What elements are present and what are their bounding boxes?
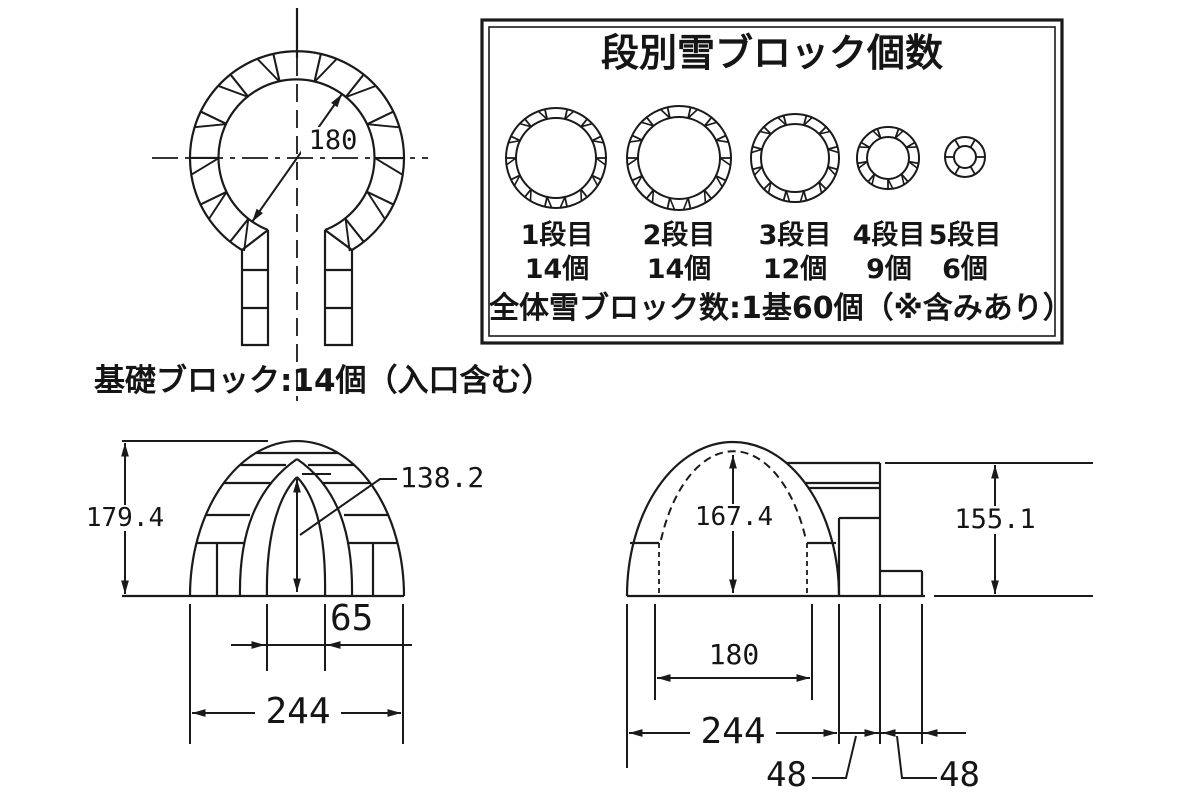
tier-3-label: 3段目 (758, 220, 832, 251)
side-inner-width-label: 180 (708, 638, 760, 671)
legend-box (480, 18, 1064, 345)
side-inner-height-label: 167.4 (687, 504, 781, 531)
front-view-linework (121, 439, 412, 744)
front-entrance-width-label: 65 (330, 598, 374, 639)
plan-view-linework (152, 8, 428, 401)
side-tunnel-height-label: 155.1 (946, 506, 1044, 534)
front-inner-height-label: 138.2 (400, 461, 485, 494)
tier-4-label: 4段目 (852, 220, 926, 251)
foundation-caption: 基礎ブロック:14個（入口含む） (94, 363, 553, 399)
side-view-linework (625, 440, 1093, 779)
tier-1-count: 14個 (524, 254, 590, 285)
tier-2-count: 14個 (646, 254, 712, 285)
tier-4-count: 9個 (866, 254, 912, 285)
legend-title: 段別雪ブロック個数 (600, 31, 943, 75)
legend-rings (190, 53, 986, 252)
tier-5-count: 6個 (942, 254, 988, 285)
front-width-label: 244 (255, 694, 341, 731)
side-tunnel-depth-1-label: 48 (766, 755, 807, 795)
plan-inner-diameter-label: 180 (301, 127, 365, 155)
tier-2-label: 2段目 (642, 220, 716, 251)
side-tunnel-depth-2-label: 48 (939, 755, 980, 795)
tier-5-label: 5段目 (928, 220, 1002, 251)
legend-total-note: 全体雪ブロック数:1基60個（※含みあり） (489, 291, 1073, 326)
tier-3-count: 12個 (762, 254, 828, 285)
tier-1-label: 1段目 (520, 220, 594, 251)
side-width-label: 244 (690, 714, 776, 751)
front-height-label: 179.4 (77, 505, 173, 531)
